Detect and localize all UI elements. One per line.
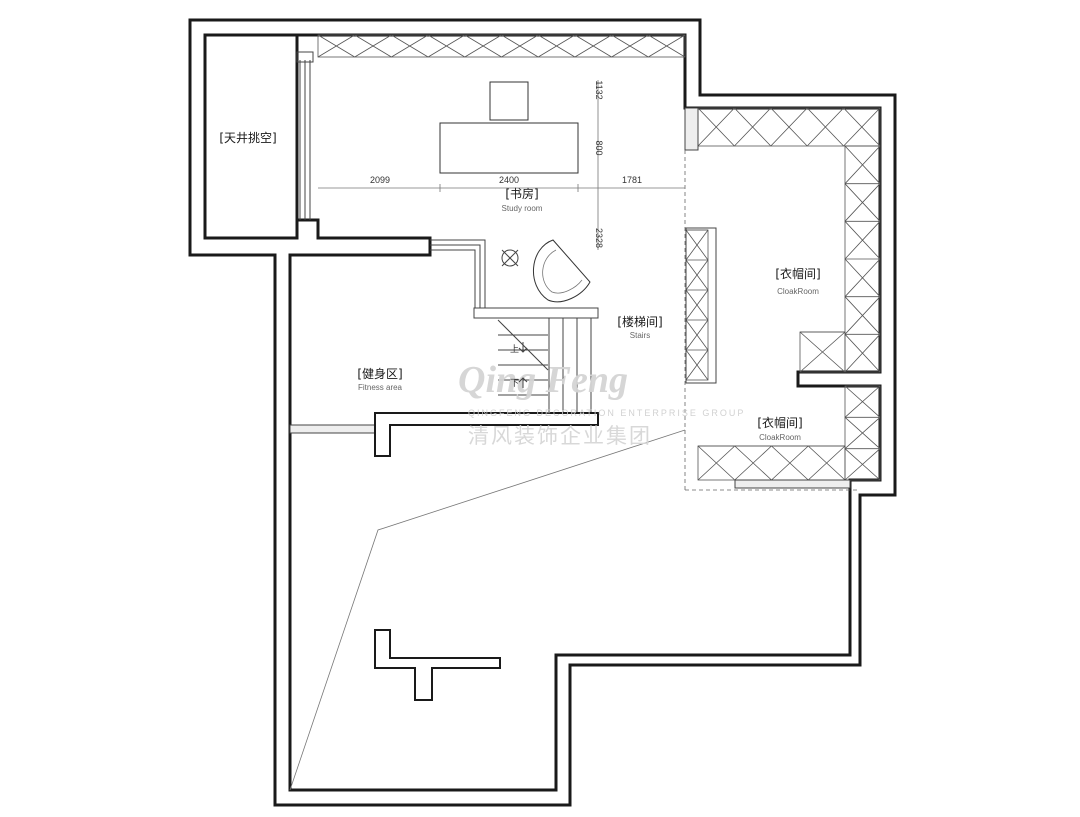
floor-pattern-line [289,429,686,791]
dim-lower: 2328 [594,228,604,248]
cabinet-cell [843,107,881,147]
cabinet-cell [685,319,709,351]
cabinet-cell [685,349,709,381]
cabinet-cell [844,448,881,481]
cloak-partition [684,107,860,491]
dim-top: 1132 [594,80,604,99]
cabinet-cell [697,445,736,481]
cabinet-cell [806,107,844,147]
cabinet-cell [697,107,735,147]
cabinet-cell [317,34,355,58]
dim-left: 2099 [370,175,390,185]
cabinet-cell [844,296,881,335]
cabinet-cell [501,34,539,58]
desk-icon [439,122,579,174]
fitness-label: [健身区] [357,366,402,381]
cloakroom-lower-label-en: CloakRoom [759,433,801,442]
arrow-up-icon [518,377,528,388]
study-furniture [318,80,685,250]
cabinet-cell [574,34,612,58]
study-label: [书房] [505,186,538,201]
lounge-chair-icon [533,239,591,303]
cabinet-cell [844,183,881,222]
study-label-en: Study room [502,204,543,213]
watermark-subtitle: QINGFENG DECORATION ENTERPRISE GROUP [468,408,745,418]
cabinet-cell [844,385,881,418]
cloakroom-upper-label: [衣帽间] [775,266,820,281]
atrium-opening [296,51,314,220]
cloakroom-lower-label: [衣帽间] [757,415,802,430]
atrium-label: [天井挑空] [219,131,276,145]
watermark-logo: Qing Feng QINGFENG DECORATION ENTERPRISE… [458,359,745,448]
staircase [430,239,599,412]
cabinet-cell [464,34,502,58]
cabinet-cell [807,445,846,481]
chair-icon [489,81,529,121]
dim-desk-depth: 800 [594,140,604,155]
cabinet-cell [354,34,392,58]
fitness-divider [289,412,599,457]
stairs-label: [楼梯间] [617,314,662,329]
stairs-label-en: Stairs [630,331,650,340]
watermark-chinese: 清风装饰企业集团 [468,424,652,448]
cloakroom-cabinets [685,107,881,481]
cloakroom-upper-label-en: CloakRoom [777,287,819,296]
cabinet-cell [844,416,881,449]
pendant-light-icon [501,249,519,267]
stair-down-mark: 下 [510,378,519,388]
watermark-logo-text: Qing Feng [458,359,628,401]
stair-up-mark: 上 [510,344,519,354]
cabinet-cell [611,34,649,58]
cabinet-cell [685,289,709,321]
dim-right: 1781 [622,175,642,185]
study-top-cabinet [317,34,686,58]
dim-desk-width: 2400 [499,175,519,185]
cabinet-cell [844,258,881,297]
cabinet-cell [844,145,881,184]
cabinet-cell [799,331,846,373]
cabinet-cell [734,445,772,481]
cross-fixture [374,629,501,701]
cabinet-cell [537,34,576,58]
cabinet-cell [734,107,772,147]
cabinet-cell [844,333,881,373]
cabinet-cell [844,220,881,260]
cabinet-cell [685,259,709,291]
cabinet-cell [648,34,686,58]
cabinet-cell [770,107,808,147]
cabinet-cell [427,34,466,58]
cabinet-cell [685,229,709,261]
fitness-label-en: Fitness area [358,383,403,392]
cabinet-cell [771,445,809,481]
cabinet-cell [391,34,429,58]
arrow-down-icon [518,342,528,353]
